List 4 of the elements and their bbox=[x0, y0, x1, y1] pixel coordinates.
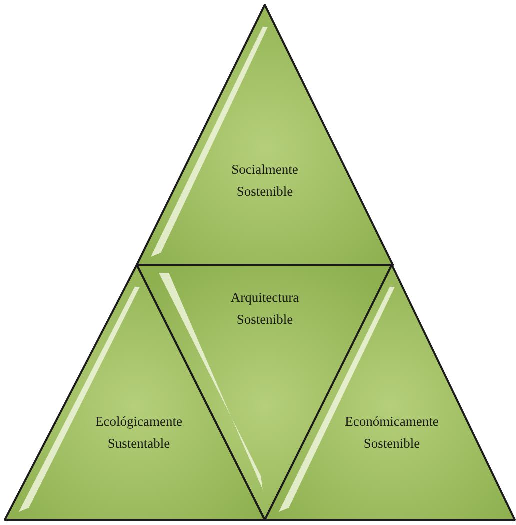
triangle-label: Económicamente Sostenible bbox=[344, 413, 440, 453]
triangle-label: Socialmente Sostenible bbox=[230, 161, 300, 201]
triangle-label: Ecológicamente Sustentable bbox=[94, 413, 184, 453]
triangle-label: Arquitectura Sostenible bbox=[230, 289, 300, 329]
